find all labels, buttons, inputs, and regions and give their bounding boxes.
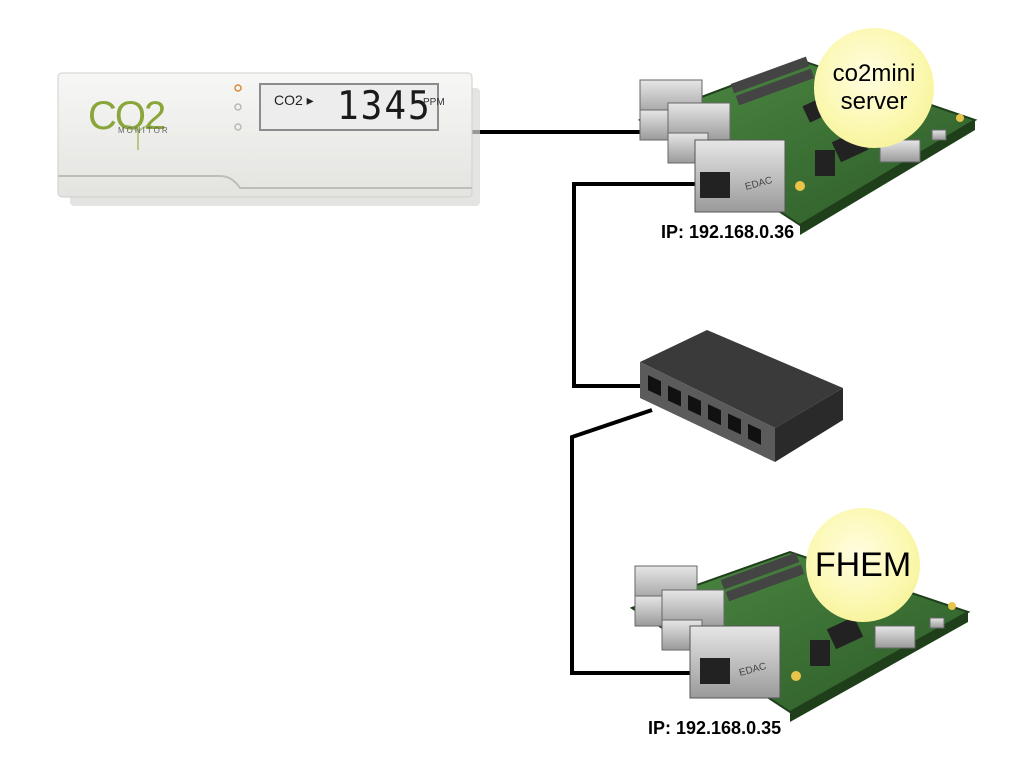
monitor-display-label: CO2 ▸ bbox=[274, 92, 314, 108]
server-bottom-label: FHEM bbox=[814, 545, 912, 584]
ip-label-top: IP: 192.168.0.36 bbox=[661, 222, 795, 242]
cables bbox=[470, 130, 710, 675]
ip-label-bottom: IP: 192.168.0.35 bbox=[648, 718, 782, 738]
led-indicator-icon bbox=[234, 103, 242, 111]
monitor-logo: CO2 bbox=[88, 94, 166, 138]
network-switch-icon bbox=[640, 330, 843, 462]
cable-server-to-switch bbox=[572, 182, 710, 388]
fhem-bubble: FHEM bbox=[806, 508, 920, 622]
monitor-display-unit: PPM bbox=[423, 97, 445, 108]
cable-switch-to-fhem bbox=[570, 408, 702, 675]
monitor-display bbox=[259, 83, 439, 131]
switch-ports bbox=[648, 375, 761, 445]
server-top-label: co2mini server bbox=[832, 60, 916, 115]
co2mini-server-bubble: co2mini server bbox=[814, 28, 934, 148]
co2-monitor-device-icon bbox=[57, 72, 480, 206]
led-indicator-icon bbox=[234, 84, 242, 92]
led-indicator-icon bbox=[234, 123, 242, 131]
monitor-display-value: 1345 bbox=[337, 83, 432, 130]
monitor-logo-subtext: MONITOR bbox=[118, 126, 170, 135]
